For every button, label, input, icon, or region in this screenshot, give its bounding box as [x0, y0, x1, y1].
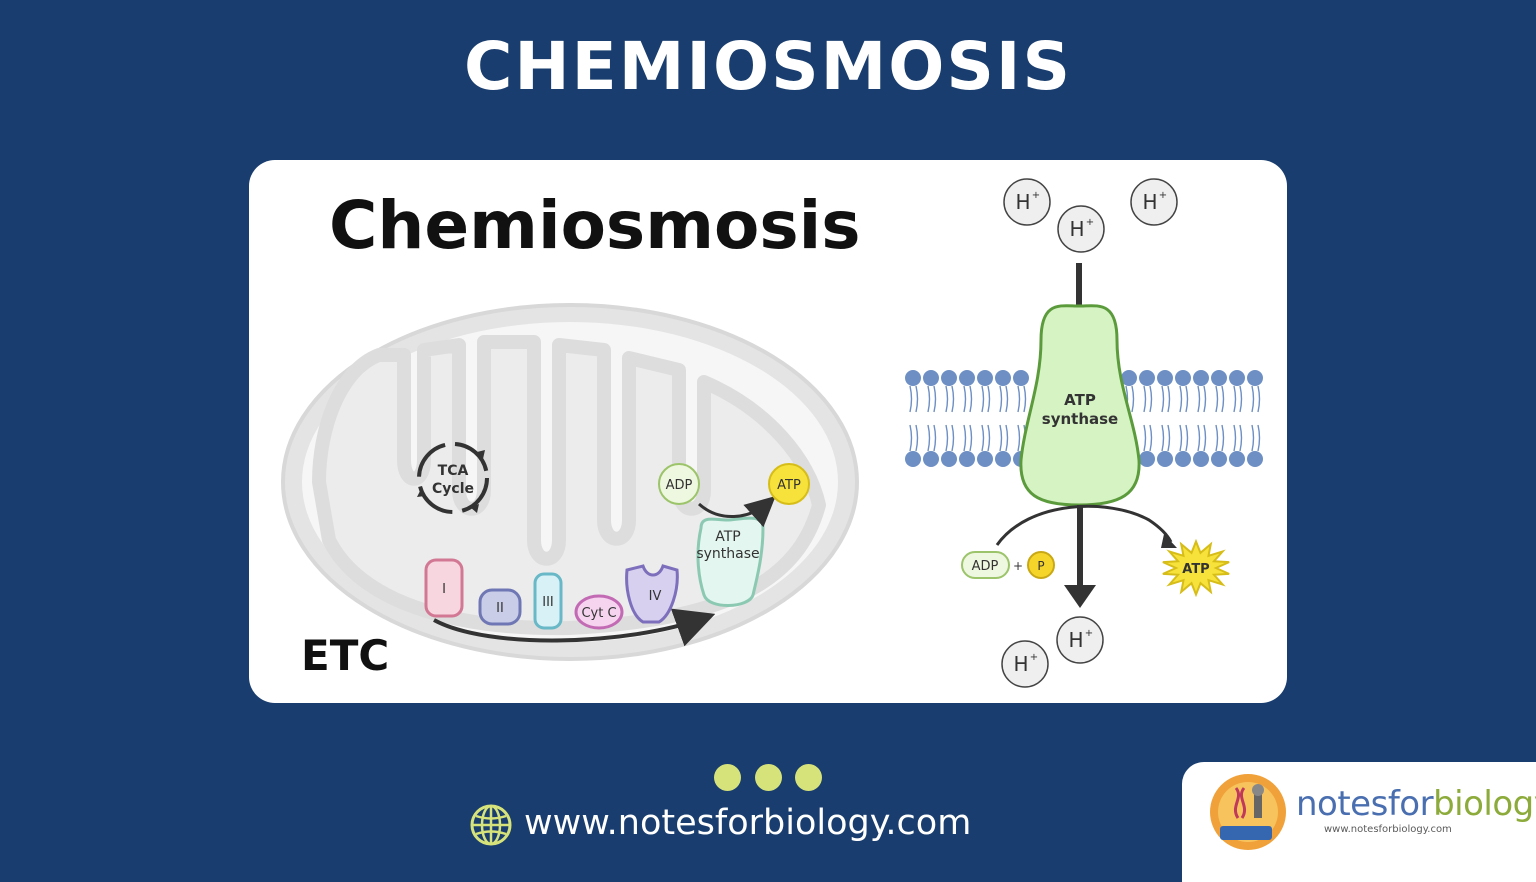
- page-title: CHEMIOSMOSIS: [463, 28, 1073, 105]
- logo-emblem-icon: [1210, 774, 1286, 850]
- dot-2: [755, 764, 782, 791]
- tca-label: TCA: [438, 463, 469, 479]
- svg-text:+: +: [1030, 652, 1038, 663]
- svg-text:+: +: [1159, 190, 1167, 201]
- svg-text:III: III: [542, 595, 554, 610]
- atp-formation-arrow: [995, 504, 1173, 546]
- proton-top-1: H +: [1003, 178, 1051, 226]
- membrane-atp: ATP: [1162, 538, 1230, 598]
- proton-bottom-1: H +: [1056, 616, 1104, 664]
- diagram-heading: Chemiosmosis: [329, 187, 861, 264]
- svg-text:ATP: ATP: [777, 478, 801, 493]
- svg-text:IV: IV: [649, 589, 662, 604]
- svg-text:H: H: [1068, 628, 1083, 652]
- slide-dots: [714, 764, 826, 792]
- svg-text:+: +: [1085, 628, 1093, 639]
- membrane-adp: ADP: [961, 551, 1010, 579]
- synthase-stalk: [1076, 263, 1082, 313]
- svg-text:Cyt C: Cyt C: [581, 606, 616, 621]
- plus-sign: +: [1013, 559, 1023, 573]
- dot-1: [714, 764, 741, 791]
- proton-bottom-2: H +: [1001, 640, 1049, 688]
- svg-text:synthase: synthase: [696, 546, 759, 562]
- etc-arrow: [433, 608, 716, 647]
- complex-ii: II: [478, 588, 522, 626]
- complex-i: I: [424, 558, 464, 618]
- svg-text:ATP: ATP: [1064, 391, 1096, 409]
- lipid-bilayer: [905, 370, 1263, 467]
- svg-text:H: H: [1015, 190, 1030, 214]
- membrane-atp-synthase: ATP synthase: [1019, 304, 1141, 507]
- proton-down-arrowhead: [1064, 585, 1096, 608]
- mito-atp: ATP: [768, 463, 810, 505]
- svg-text:synthase: synthase: [1042, 410, 1118, 428]
- svg-text:H: H: [1013, 652, 1028, 676]
- svg-text:+: +: [1086, 217, 1094, 228]
- complex-iii: III: [533, 572, 563, 630]
- complex-iv: IV: [625, 564, 679, 624]
- tca-label-2: Cycle: [432, 481, 474, 497]
- proton-top-3: H +: [1057, 205, 1105, 253]
- cyt-c: Cyt C: [574, 594, 624, 630]
- svg-text:II: II: [496, 601, 504, 616]
- svg-text:ATP: ATP: [1182, 562, 1209, 577]
- chemiosmosis-diagram: Chemiosmosis TCA Cycle I II: [281, 178, 1263, 688]
- dot-3: [795, 764, 822, 791]
- globe-icon: [470, 804, 512, 846]
- phosphate: P: [1027, 551, 1055, 579]
- atp-formation-arrowhead: [1161, 534, 1177, 548]
- website-url[interactable]: www.notesforbiology.com: [524, 803, 972, 843]
- tca-cycle: TCA Cycle: [417, 442, 489, 514]
- logo-wordmark: notesforbiology: [1296, 784, 1536, 824]
- svg-text:ADP: ADP: [666, 478, 693, 493]
- etc-label: ETC: [301, 631, 389, 680]
- mito-atp-synthase: ATP synthase: [696, 516, 765, 607]
- svg-text:P: P: [1037, 559, 1044, 573]
- mito-adp-atp-arrow: [697, 495, 776, 528]
- svg-text:ADP: ADP: [972, 559, 999, 574]
- proton-top-2: H +: [1130, 178, 1178, 226]
- logo-subtext: www.notesforbiology.com: [1324, 824, 1452, 835]
- svg-text:H: H: [1069, 217, 1084, 241]
- diagram-card: Chemiosmosis TCA Cycle I II: [249, 160, 1287, 703]
- svg-text:H: H: [1142, 190, 1157, 214]
- svg-text:+: +: [1032, 190, 1040, 201]
- site-logo: notesforbiology www.notesforbiology.com: [1182, 762, 1536, 882]
- svg-text:I: I: [442, 582, 446, 597]
- mito-adp: ADP: [658, 463, 700, 505]
- svg-text:ATP: ATP: [715, 529, 740, 545]
